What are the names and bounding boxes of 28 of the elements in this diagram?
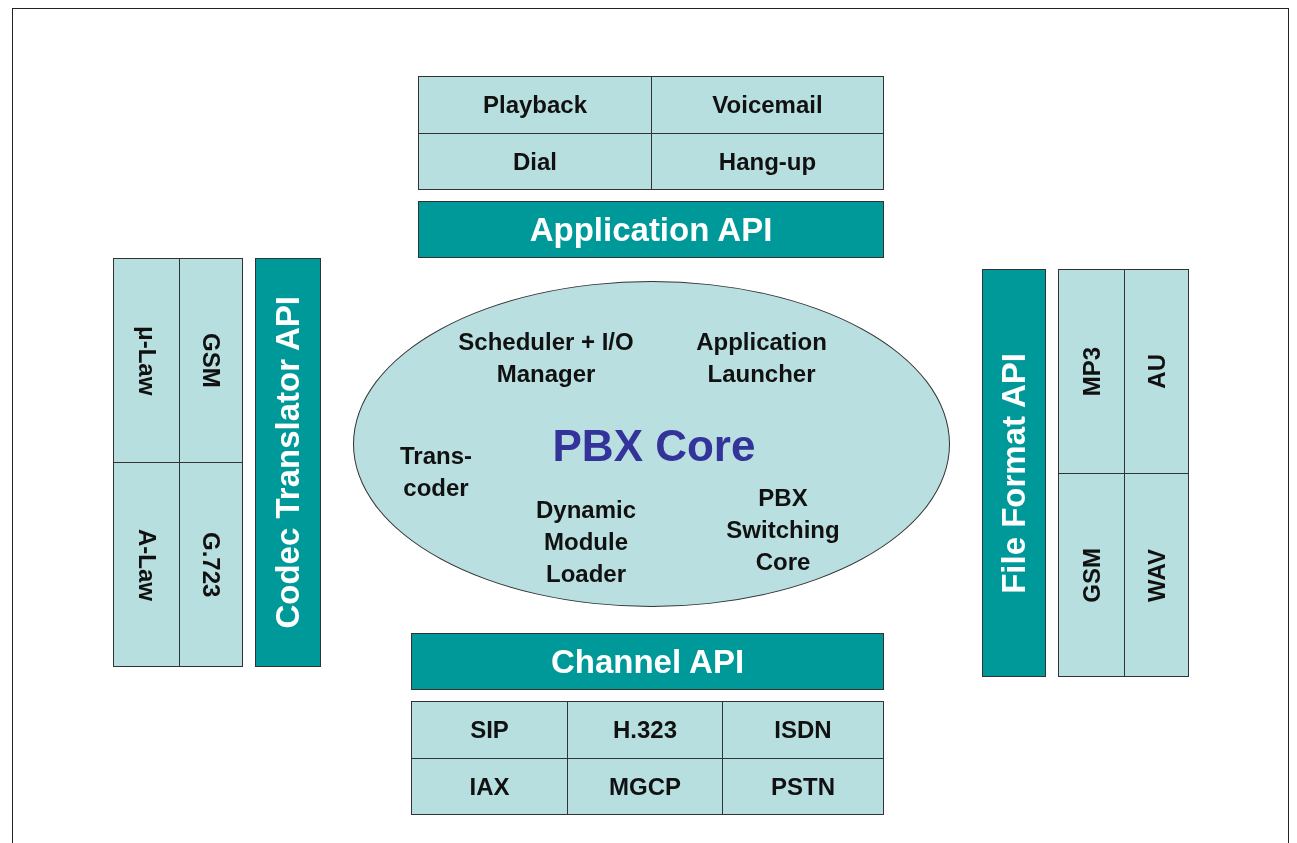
core-component-label: Scheduler + I/O Manager (457, 327, 635, 389)
codec-cell: μ-Law (113, 258, 180, 463)
core-component-label: Application Launcher (695, 327, 828, 389)
channel-cell: SIP (411, 701, 568, 759)
api-bar: Application API (418, 201, 884, 258)
codec-cell: G.723 (179, 462, 243, 667)
core-component-label: PBX Switching Core (725, 483, 841, 577)
channel-cell: PSTN (722, 758, 884, 815)
file-format-cell: AU (1124, 269, 1189, 474)
application-cell: Hang-up (651, 133, 884, 190)
codec-cell: A-Law (113, 462, 180, 667)
core-component-label: Trans- coder (399, 441, 473, 503)
file-format-cell: MP3 (1058, 269, 1125, 474)
channel-cell: ISDN (722, 701, 884, 759)
channel-cell: IAX (411, 758, 568, 815)
file-format-cell: GSM (1058, 473, 1125, 677)
api-bar: File Format API (982, 269, 1046, 677)
core-component-label: Dynamic Module Loader (534, 495, 637, 589)
codec-cell: GSM (179, 258, 243, 463)
channel-cell: H.323 (567, 701, 723, 759)
api-bar: Channel API (411, 633, 884, 690)
api-bar: Codec Translator API (255, 258, 321, 667)
application-cell: Playback (418, 76, 652, 134)
application-cell: Dial (418, 133, 652, 190)
application-cell: Voicemail (651, 76, 884, 134)
channel-cell: MGCP (567, 758, 723, 815)
core-title: PBX Core (551, 420, 757, 472)
file-format-cell: WAV (1124, 473, 1189, 677)
